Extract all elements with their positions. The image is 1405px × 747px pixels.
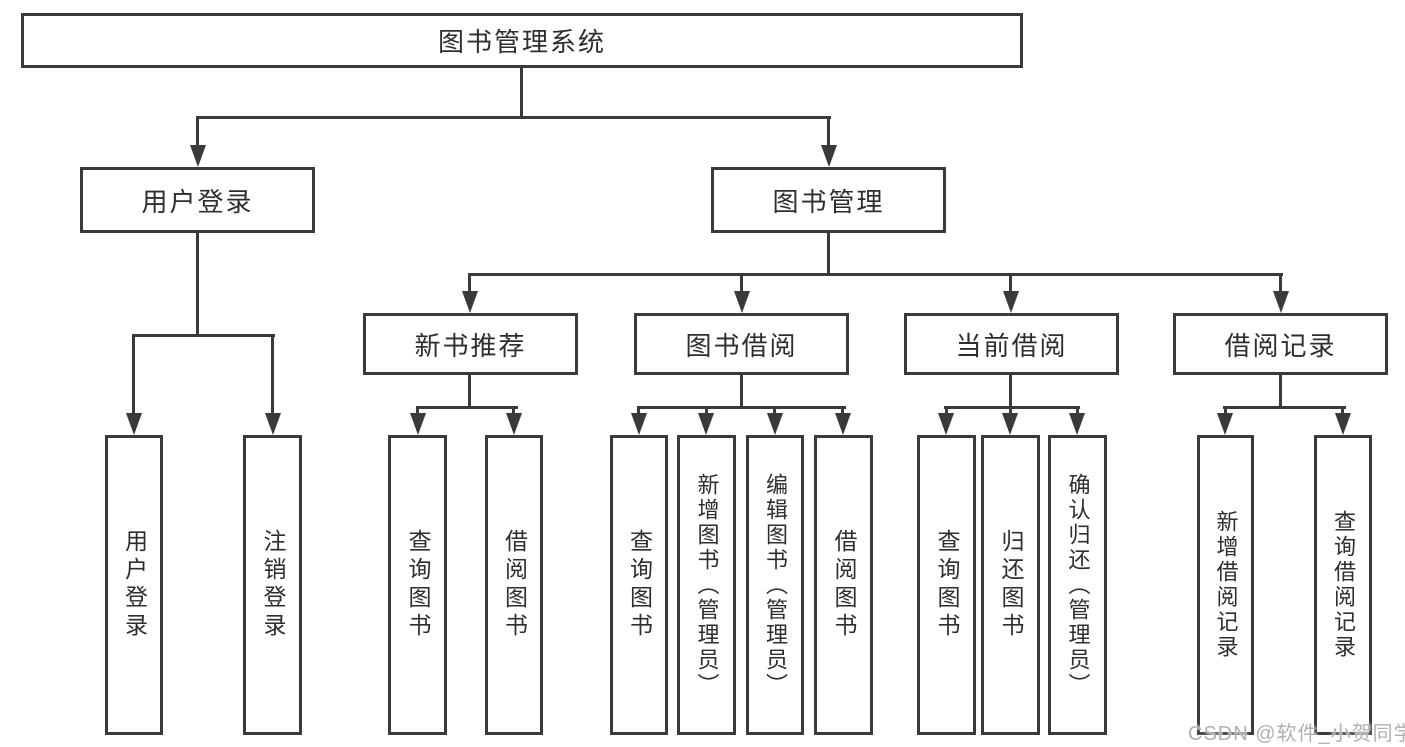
connector-line [1009, 373, 1012, 408]
connector-line [468, 273, 1283, 276]
connector-line [705, 406, 708, 416]
connector-arrowhead [410, 413, 426, 435]
connector-line [1224, 406, 1227, 416]
connector-line [132, 334, 275, 337]
connector-line [132, 334, 135, 416]
connector-arrowhead [1335, 413, 1351, 435]
csdn-watermark: CSDN @软件_小贺同学 [1188, 723, 1405, 745]
connector-line [740, 373, 743, 408]
node-library-system: 图书管理系统 [21, 13, 1023, 68]
node-borrow-records: 借阅记录 [1173, 313, 1388, 375]
node-book-borrowing: 图书借阅 [634, 313, 849, 375]
leaf-borrow-books: 借阅图书 [814, 435, 873, 735]
connector-arrowhead [767, 413, 783, 435]
leaf-query-books-current: 查询图书 [917, 435, 976, 735]
connector-line [827, 116, 830, 148]
connector-line [520, 66, 523, 118]
connector-line [416, 406, 419, 416]
connector-line [1009, 273, 1012, 293]
connector-arrowhead [821, 145, 837, 167]
connector-arrowhead [1003, 291, 1019, 313]
connector-line [271, 334, 274, 416]
leaf-add-book-admin: 新增图书（管理员） [677, 435, 736, 735]
connector-line [827, 231, 830, 275]
connector-line [196, 116, 831, 119]
node-user-login: 用户登录 [80, 167, 315, 233]
leaf-borrow-books-recommend: 借阅图书 [485, 435, 543, 735]
connector-line [773, 406, 776, 416]
connector-arrowhead [835, 413, 851, 435]
connector-line [841, 406, 844, 416]
connector-line [637, 406, 846, 409]
leaf-query-books-borrowing: 查询图书 [610, 435, 668, 735]
node-book-management: 图书管理 [711, 167, 946, 233]
connector-line [468, 373, 471, 408]
connector-arrowhead [1217, 413, 1233, 435]
connector-line [945, 406, 948, 416]
connector-line [196, 116, 199, 148]
connector-arrowhead [938, 413, 954, 435]
connector-line [416, 406, 518, 409]
connector-arrowhead [190, 145, 206, 167]
connector-arrowhead [265, 413, 281, 435]
connector-line [1341, 406, 1344, 416]
connector-arrowhead [462, 291, 478, 313]
connector-line [1076, 406, 1079, 416]
connector-arrowhead [1002, 413, 1018, 435]
connector-arrowhead [734, 291, 750, 313]
leaf-logout: 注销登录 [243, 435, 302, 735]
connector-arrowhead [698, 413, 714, 435]
connector-line [637, 406, 640, 416]
leaf-add-borrow-record: 新增借阅记录 [1197, 435, 1254, 735]
leaf-query-books-recommend: 查询图书 [388, 435, 447, 735]
connector-arrowhead [126, 413, 142, 435]
connector-arrowhead [1069, 413, 1085, 435]
connector-line [1279, 373, 1282, 408]
connector-line [1223, 406, 1346, 409]
node-current-borrowing: 当前借阅 [904, 313, 1119, 375]
leaf-confirm-return-admin: 确认归还（管理员） [1048, 435, 1107, 735]
leaf-user-login: 用户登录 [105, 435, 163, 735]
leaf-query-borrow-record: 查询借阅记录 [1314, 435, 1372, 735]
leaf-return-books: 归还图书 [981, 435, 1040, 735]
connector-line [512, 406, 515, 416]
connector-arrowhead [631, 413, 647, 435]
connector-line [740, 273, 743, 293]
node-new-book-recommend: 新书推荐 [363, 313, 578, 375]
connector-line [468, 273, 471, 293]
leaf-edit-book-admin: 编辑图书（管理员） [746, 435, 804, 735]
connector-line [196, 231, 199, 336]
connector-line [1279, 273, 1282, 293]
connector-line [944, 406, 1080, 409]
connector-arrowhead [1273, 291, 1289, 313]
connector-line [1009, 406, 1012, 416]
connector-arrowhead [506, 413, 522, 435]
